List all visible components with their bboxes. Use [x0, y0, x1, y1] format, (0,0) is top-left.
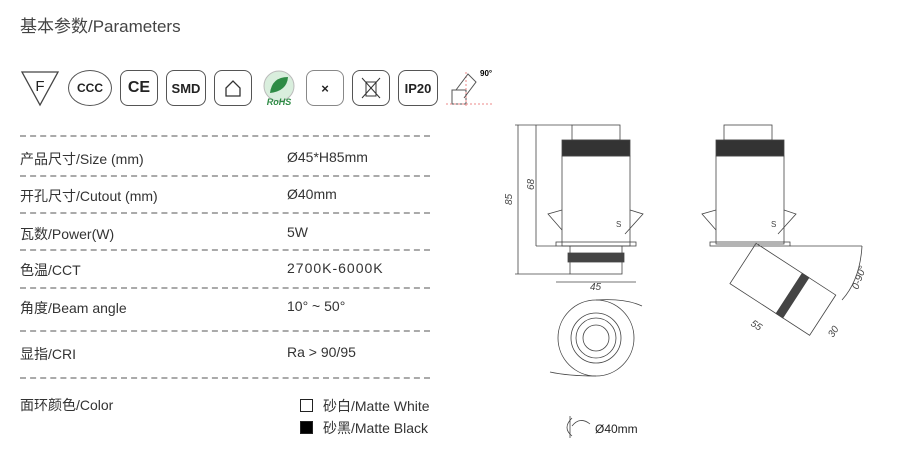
- weee-bin-icon: [352, 70, 390, 106]
- ccc-icon: CCC: [68, 70, 112, 106]
- technical-drawing: 85 68 45 S S 0-90° 55 30 Ø40mm: [504, 124, 869, 438]
- ce-icon: CE: [120, 70, 158, 106]
- f-mark-icon: F: [20, 71, 60, 107]
- divider: [20, 212, 430, 214]
- svg-text:RoHS: RoHS: [267, 97, 292, 107]
- param-label-color: 面环颜色/Color: [20, 397, 114, 413]
- svg-text:45: 45: [590, 282, 602, 293]
- divider: [20, 287, 430, 289]
- divider: [20, 249, 430, 251]
- svg-text:Ø40mm: Ø40mm: [595, 422, 638, 436]
- divider: [20, 135, 430, 137]
- svg-text:30: 30: [826, 324, 842, 340]
- svg-text:85: 85: [504, 193, 515, 205]
- param-label-size: 产品尺寸/Size (mm): [20, 151, 144, 167]
- color-option-label: 砂黑/Matte Black: [323, 420, 429, 436]
- divider: [20, 330, 430, 332]
- param-value-cutout: Ø40mm: [287, 186, 337, 202]
- color-option-black: 砂黑/Matte Black: [300, 418, 428, 438]
- divider: [20, 377, 430, 379]
- color-option-label: 砂白/Matte White: [323, 398, 430, 414]
- ip20-icon: IP20: [398, 70, 438, 106]
- indoor-icon: [214, 70, 252, 106]
- page-title: 基本参数/Parameters: [20, 17, 181, 36]
- svg-text:F: F: [35, 78, 44, 95]
- side-view-tilted: S 0-90° 55 30: [701, 124, 869, 340]
- svg-text:S: S: [616, 220, 621, 229]
- param-label-cri: 显指/CRI: [20, 346, 76, 362]
- param-label-cutout: 开孔尺寸/Cutout (mm): [20, 188, 158, 204]
- param-value-power: 5W: [287, 224, 308, 240]
- certification-icons: F CCC CE SMD RoHS × IP20 90°: [20, 68, 494, 108]
- param-label-cct: 色温/CCT: [20, 262, 81, 278]
- front-view: 85 68 45 S: [504, 124, 644, 293]
- param-value-beam: 10° ~ 50°: [287, 298, 346, 314]
- divider: [20, 175, 430, 177]
- param-label-beam: 角度/Beam angle: [20, 300, 127, 316]
- tilt-angle-icon: 90°: [446, 69, 494, 106]
- svg-text:S: S: [771, 220, 776, 229]
- color-option-white: 砂白/Matte White: [300, 396, 430, 416]
- svg-text:0-90°: 0-90°: [850, 265, 869, 291]
- svg-text:90°: 90°: [480, 69, 492, 78]
- cutout-hole: Ø40mm: [566, 416, 638, 438]
- no-insulation-cover-icon: ×: [306, 70, 344, 106]
- white-swatch: [300, 399, 313, 412]
- black-swatch: [300, 421, 313, 434]
- param-value-size: Ø45*H85mm: [287, 149, 368, 165]
- svg-text:55: 55: [748, 318, 764, 334]
- param-value-cri: Ra > 90/95: [287, 344, 356, 360]
- svg-text:68: 68: [526, 178, 537, 190]
- smd-icon: SMD: [166, 70, 206, 106]
- bottom-view: [549, 299, 643, 377]
- param-label-power: 瓦数/Power(W): [20, 226, 115, 242]
- rohs-icon: RoHS: [263, 70, 295, 107]
- param-value-cct: 2700K-6000K: [287, 260, 384, 276]
